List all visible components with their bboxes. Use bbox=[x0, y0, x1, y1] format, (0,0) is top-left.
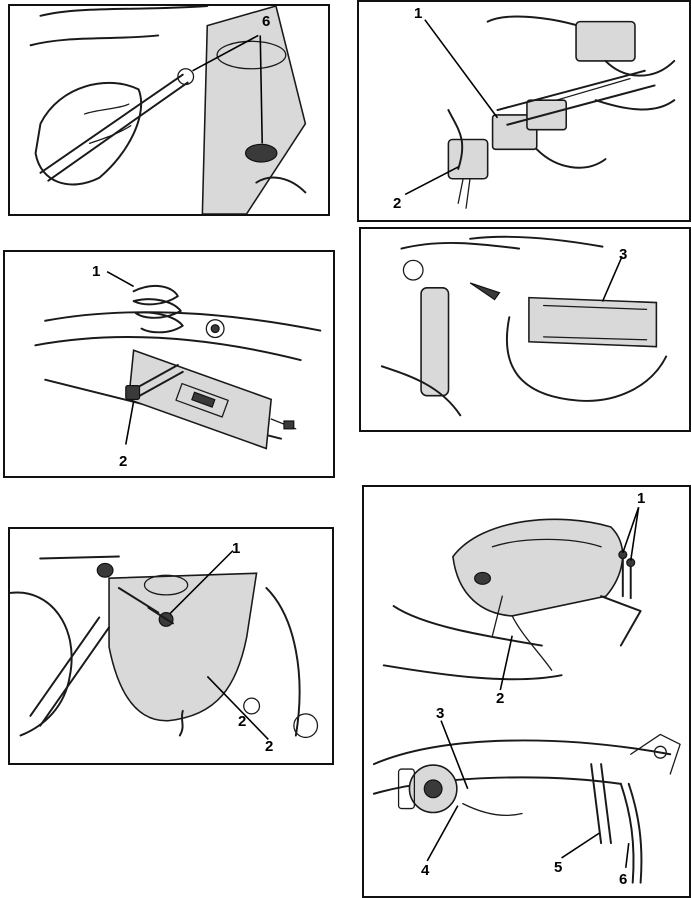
callout-3: 3 bbox=[436, 705, 445, 722]
callout-5: 5 bbox=[554, 859, 563, 876]
fork-tube-illustration bbox=[29, 6, 307, 214]
callout-2: 2 bbox=[496, 690, 505, 707]
callout-1: 1 bbox=[414, 5, 423, 22]
callout-1: 1 bbox=[637, 490, 646, 507]
figure-side-cover: 1 2 2 bbox=[8, 527, 334, 765]
callout-2: 2 bbox=[119, 453, 128, 470]
callout-3: 3 bbox=[619, 246, 628, 263]
figure-battery-box: 3 bbox=[359, 227, 691, 432]
figure-fork-tube: 6 bbox=[8, 4, 330, 216]
callout-1: 1 bbox=[92, 263, 101, 280]
callout-1: 1 bbox=[232, 540, 241, 557]
side-cover-illustration bbox=[10, 550, 319, 740]
figure-relay-box: 1 2 bbox=[357, 0, 691, 222]
callout-4: 4 bbox=[421, 862, 430, 879]
shock-bolt-illustration bbox=[34, 270, 322, 450]
figure-shock-bolt: 1 2 bbox=[3, 250, 335, 478]
callout-2-bottom: 2 bbox=[265, 738, 274, 755]
relay-box-illustration bbox=[404, 15, 676, 209]
callout-2: 2 bbox=[238, 713, 247, 730]
battery-box-illustration bbox=[380, 235, 668, 417]
callout-6: 6 bbox=[619, 871, 628, 888]
fuel-tank-illustration bbox=[372, 507, 681, 884]
callout-6: 6 bbox=[262, 13, 271, 30]
figure-fuel-tank: 1 2 3 4 5 6 bbox=[362, 485, 691, 898]
callout-2: 2 bbox=[393, 195, 402, 212]
